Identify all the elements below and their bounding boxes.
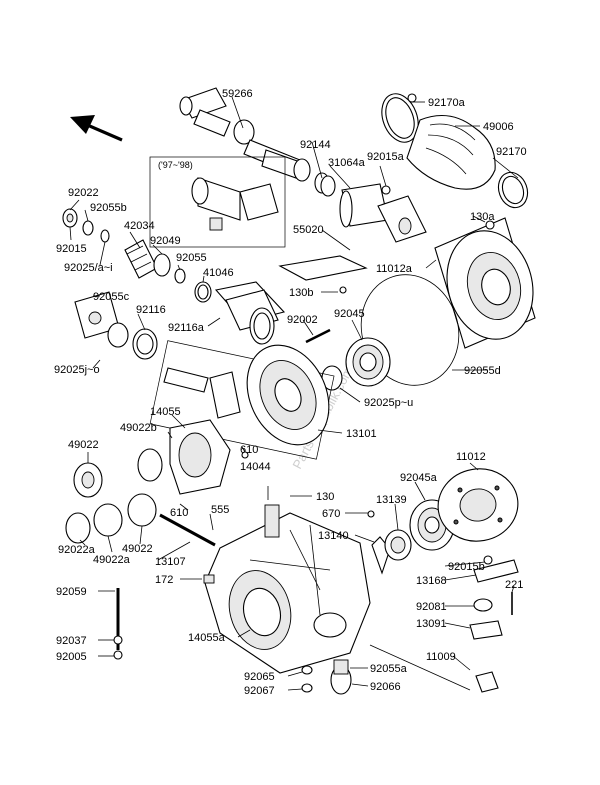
final-gear-case-part [204,504,371,674]
label-610-upper: 610 [240,444,258,456]
front-direction-arrow-icon [70,115,123,142]
label-92170: 92170 [496,146,527,158]
part-number-labels: 59266 92170a 49006 92170 ('97~'98) 92144… [54,88,527,697]
label-92022: 92022 [68,187,99,199]
side-gear-parts [65,462,216,547]
label-13168: 13168 [416,575,447,587]
label-14055a: 14055a [188,632,226,644]
label-11012a: 11012a [376,263,413,275]
label-130: 130 [316,491,334,503]
label-model-years: ('97~'98) [158,160,193,170]
cover-plate-part [437,468,519,542]
drain-plug-parts [301,659,352,695]
drive-shaft-part [179,87,311,182]
plate-part [74,291,158,360]
label-11009: 11009 [426,651,456,663]
label-555: 555 [211,504,229,516]
shift-shaft-part [113,574,215,660]
label-41046: 41046 [203,267,234,279]
label-92055a: 92055a [370,663,408,675]
label-59266: 59266 [222,88,253,100]
label-14055: 14055 [150,406,181,418]
label-92045: 92045 [334,308,365,320]
label-49022-lower: 49022 [122,543,153,555]
label-13101: 13101 [346,428,377,440]
bearing-92045-part [305,328,391,391]
label-92005: 92005 [56,651,87,663]
label-221: 221 [505,579,523,591]
label-49006: 49006 [483,121,514,133]
label-92055d: 92055d [464,365,501,377]
label-92025j-o: 92025j~o [54,364,100,376]
label-92116a: 92116a [168,322,205,334]
label-14044: 14044 [240,461,271,473]
label-92002: 92002 [287,314,318,326]
label-13091: 13091 [416,618,447,630]
label-92144: 92144 [300,139,331,151]
label-670: 670 [322,508,340,520]
label-92025a-i: 92025/a~i [64,262,113,274]
label-92055b: 92055b [90,202,127,214]
yoke-1997-1998-part [149,156,286,248]
oil-seal-and-bearing-parts [62,208,212,303]
gear-case-cover-part [339,217,536,386]
label-49022b: 49022b [120,422,157,434]
label-55020: 55020 [293,224,324,236]
label-49022a: 49022a [93,554,131,566]
label-172: 172 [155,574,173,586]
label-92065: 92065 [244,671,275,683]
label-92049: 92049 [150,235,181,247]
label-130b: 130b [289,287,313,299]
label-11012: 11012 [456,451,486,463]
label-13140: 13140 [318,530,349,542]
bearing-housing-part [214,281,286,345]
label-610-lower: 610 [170,507,188,519]
label-92066: 92066 [370,681,401,693]
label-92045a: 92045a [400,472,438,484]
lever-parts [469,555,519,693]
label-92170a: 92170a [428,97,466,109]
boot-part [381,93,529,209]
label-130a: 130a [470,211,495,223]
label-13107: 13107 [155,556,186,568]
leader-lines [69,96,519,691]
label-92025p-u: 92025p~u [364,397,413,409]
joint-parts [278,172,427,281]
label-92055c: 92055c [93,291,130,303]
label-92022a: 92022a [58,544,96,556]
label-92055: 92055 [176,252,207,264]
label-92037: 92037 [56,635,87,647]
label-92059: 92059 [56,586,87,598]
label-49022-top: 49022 [68,439,99,451]
differential-case-part [137,419,249,495]
label-92015a: 92015a [367,151,405,163]
label-13139: 13139 [376,494,407,506]
label-92015b: 92015b [448,561,485,573]
label-92081: 92081 [416,601,447,613]
ring-gear-and-pinion-part [149,340,335,460]
label-31064a: 31064a [328,157,366,169]
label-92015: 92015 [56,243,87,255]
label-92067: 92067 [244,685,275,697]
label-42034: 42034 [124,220,155,232]
label-92116: 92116 [136,304,166,316]
